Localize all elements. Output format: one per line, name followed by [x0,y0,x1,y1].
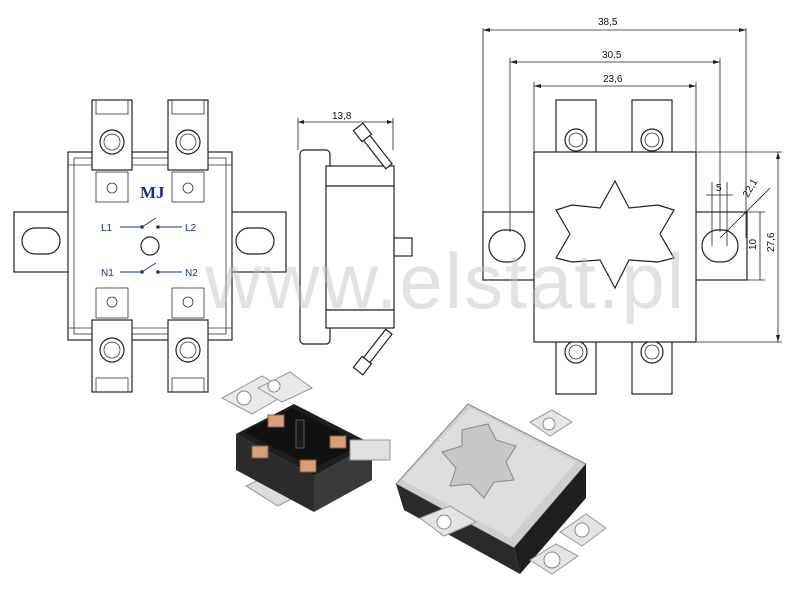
terminal-bottom-left [91,319,133,393]
left-mount-hole [21,227,61,255]
front-body [67,151,233,341]
height-dim: 27,6 [766,232,777,252]
top-left-mount-hole [488,229,526,263]
n2-label: N2 [185,268,198,279]
brand-label: MJ [140,183,165,202]
side-view: 13,8 [297,111,413,376]
radius-dim: 22,1 [741,177,760,200]
top-right-mount-hole [701,229,739,263]
top-cover [533,151,697,343]
hole-spacing-dim: 30,5 [602,50,622,61]
terminal-bottom-right [167,319,209,393]
slot-width-dim: 5 [716,183,722,194]
center-button [140,236,160,256]
l2-label: L2 [185,223,197,234]
front-view: MJ L1 L2 N1 N2 [13,99,287,393]
side-width-dim: 13,8 [332,111,352,122]
side-button [393,237,413,257]
watermark: www.elstat.pl [204,237,686,325]
body-width-dim: 23,6 [603,74,623,85]
top-view: 38,5 30,5 23,6 5 22,1 [482,17,782,395]
n1-label: N1 [101,268,114,279]
right-mount-hole [235,227,275,255]
photo-open-thermostat [220,371,391,512]
l1-label: L1 [101,223,113,234]
star-cutout [555,179,675,290]
photo-closed-thermostat [395,403,607,575]
side-bottom-bar [325,309,395,329]
overall-width-dim: 38,5 [598,17,618,28]
terminal-top-right [167,99,209,171]
front-body-inner [73,157,227,335]
slot-height-dim: 10 [748,238,759,250]
side-top-bar [325,165,395,187]
terminal-top-left [91,99,133,171]
